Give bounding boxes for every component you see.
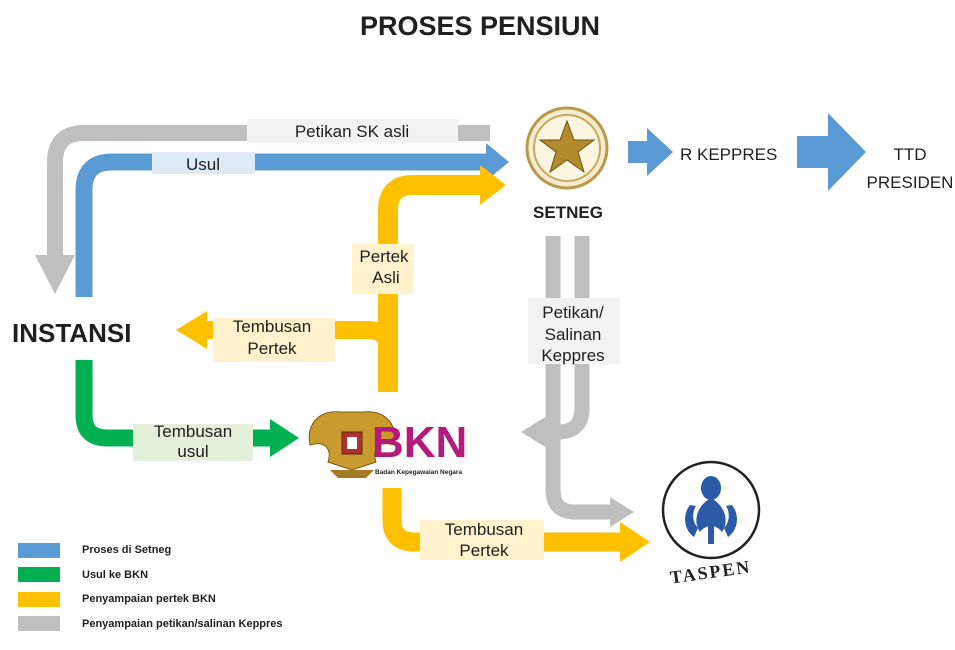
flow-tembusan-pertek-bottom [382, 488, 650, 562]
label-usul: Usul [186, 155, 220, 174]
label-tembusan-pertek-top-1: Tembusan [233, 317, 311, 336]
legend-swatch-gray [18, 616, 60, 632]
label-tembusan-usul-2: usul [177, 442, 208, 461]
setneg-emblem-icon [525, 106, 609, 190]
legend-item-usul-bkn: Usul ke BKN [18, 563, 283, 588]
label-petikan-salinan-2: Salinan [545, 325, 602, 344]
label-tembusan-pertek-top-2: Pertek [247, 339, 297, 358]
label-tembusan-usul-1: Tembusan [154, 422, 232, 441]
diagram-title: PROSES PENSIUN [360, 11, 600, 41]
legend-swatch-green [18, 567, 60, 583]
label-petikan-sk-asli: Petikan SK asli [295, 122, 409, 141]
flow-tembusan-usul [75, 360, 299, 457]
label-tembusan-pertek-bottom-1: Tembusan [445, 520, 523, 539]
flow-setneg-to-r-keppres [628, 128, 673, 176]
label-petikan-salinan-3: Keppres [541, 346, 604, 365]
flow-petikan-salinan-keppres [521, 236, 634, 527]
flow-petikan-sk-asli [35, 125, 490, 294]
legend-item-petikan: Penyampaian petikan/salinan Keppres [18, 612, 283, 637]
taspen-logo-icon [661, 460, 761, 560]
node-ttd-presiden-2: PRESIDEN [867, 173, 954, 192]
legend-label: Penyampaian petikan/salinan Keppres [82, 617, 283, 630]
node-instansi: INSTANSI [12, 318, 131, 348]
node-setneg: SETNEG [533, 203, 603, 222]
legend-item-pertek: Penyampaian pertek BKN [18, 587, 283, 612]
flow-tembusan-pertek-top [176, 311, 397, 351]
node-r-keppres: R KEPPRES [680, 145, 777, 164]
flow-usul [75, 143, 509, 297]
legend-label: Usul ke BKN [82, 568, 149, 581]
label-petikan-salinan-1: Petikan/ [542, 303, 604, 322]
label-pertek-asli-1: Pertek [359, 247, 409, 266]
legend: Proses di Setneg Usul ke BKN Penyampaian… [18, 538, 283, 636]
label-pertek-asli-2: Asli [372, 268, 399, 287]
node-taspen: TASPEN [669, 556, 753, 587]
node-ttd-presiden-1: TTD [893, 145, 926, 164]
flow-r-keppres-to-ttd [797, 113, 866, 191]
flow-pertek-asli [378, 165, 506, 392]
legend-label: Penyampaian pertek BKN [82, 593, 216, 606]
node-bkn-subtitle: Badan Kepegawaian Negara [375, 469, 462, 476]
label-tembusan-pertek-bottom-2: Pertek [459, 541, 509, 560]
node-bkn: BKN [372, 418, 467, 467]
legend-label: Proses di Setneg [82, 544, 172, 557]
garuda-emblem-icon [308, 411, 396, 478]
legend-swatch-blue [18, 542, 60, 558]
legend-item-setneg: Proses di Setneg [18, 538, 283, 563]
legend-swatch-yellow [18, 591, 60, 607]
